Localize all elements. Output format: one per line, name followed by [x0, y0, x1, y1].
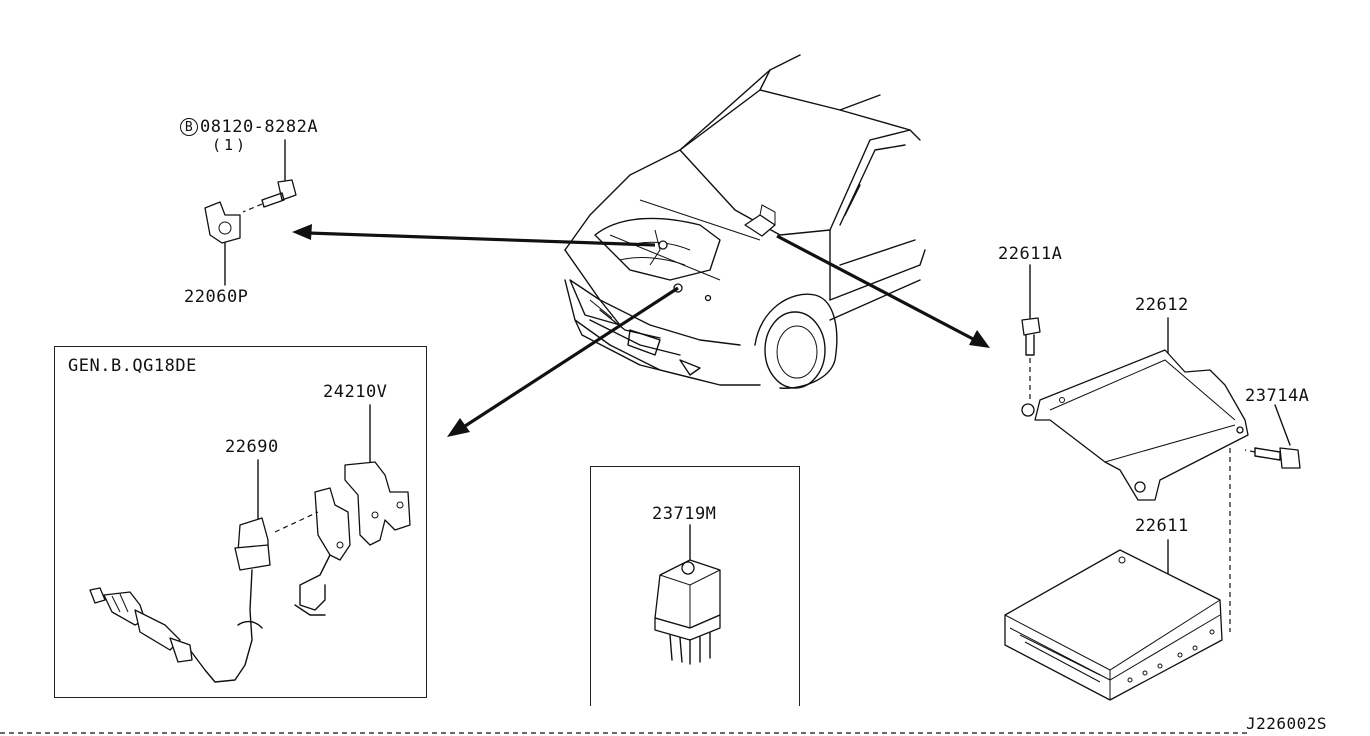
arrow-to-sensor-panel [461, 286, 679, 430]
arrow-to-bracket [307, 231, 656, 247]
ecm-bracket-illustration [1034, 317, 1249, 501]
arrow-to-bracket-head [292, 224, 312, 240]
bracket-sensor-part-number: 24210V [323, 382, 388, 402]
arrow-to-ecm [776, 234, 976, 342]
figure-code: J226002S [1246, 714, 1328, 733]
car-illustration [564, 54, 926, 389]
sensor-panel-illustration [89, 404, 411, 683]
ecm-bolt-part-number: 22611A [998, 244, 1063, 264]
bolt-symbol-icon: B [180, 118, 198, 136]
ecm-bracket-part-number: 22612 [1135, 295, 1189, 315]
arrow-to-ecm-head [969, 330, 990, 348]
ecm-screw-part-number: 23714A [1245, 386, 1310, 406]
ecm-bolt-illustration [1021, 264, 1041, 417]
bolt-part-number: 08120-8282A [200, 117, 319, 137]
sensor-panel [54, 346, 427, 698]
relay-illustration [654, 524, 721, 665]
ecm-part-number: 22611 [1135, 516, 1189, 536]
relay-part-number: 23719M [652, 504, 717, 524]
bracket-part-number: 22060P [184, 287, 249, 307]
ecm-illustration [1004, 448, 1231, 701]
ecm-screw-illustration [1244, 404, 1301, 469]
sensor-part-number: 22690 [225, 437, 279, 457]
bolt-quantity: (1) [212, 136, 249, 154]
panel-left-title: GEN.B.QG18DE [68, 356, 197, 376]
bracket-22060P-illustration [204, 139, 297, 286]
relay-panel [590, 466, 800, 706]
arrow-to-sensor-panel-head [447, 418, 470, 437]
callout-arrows [292, 224, 990, 437]
